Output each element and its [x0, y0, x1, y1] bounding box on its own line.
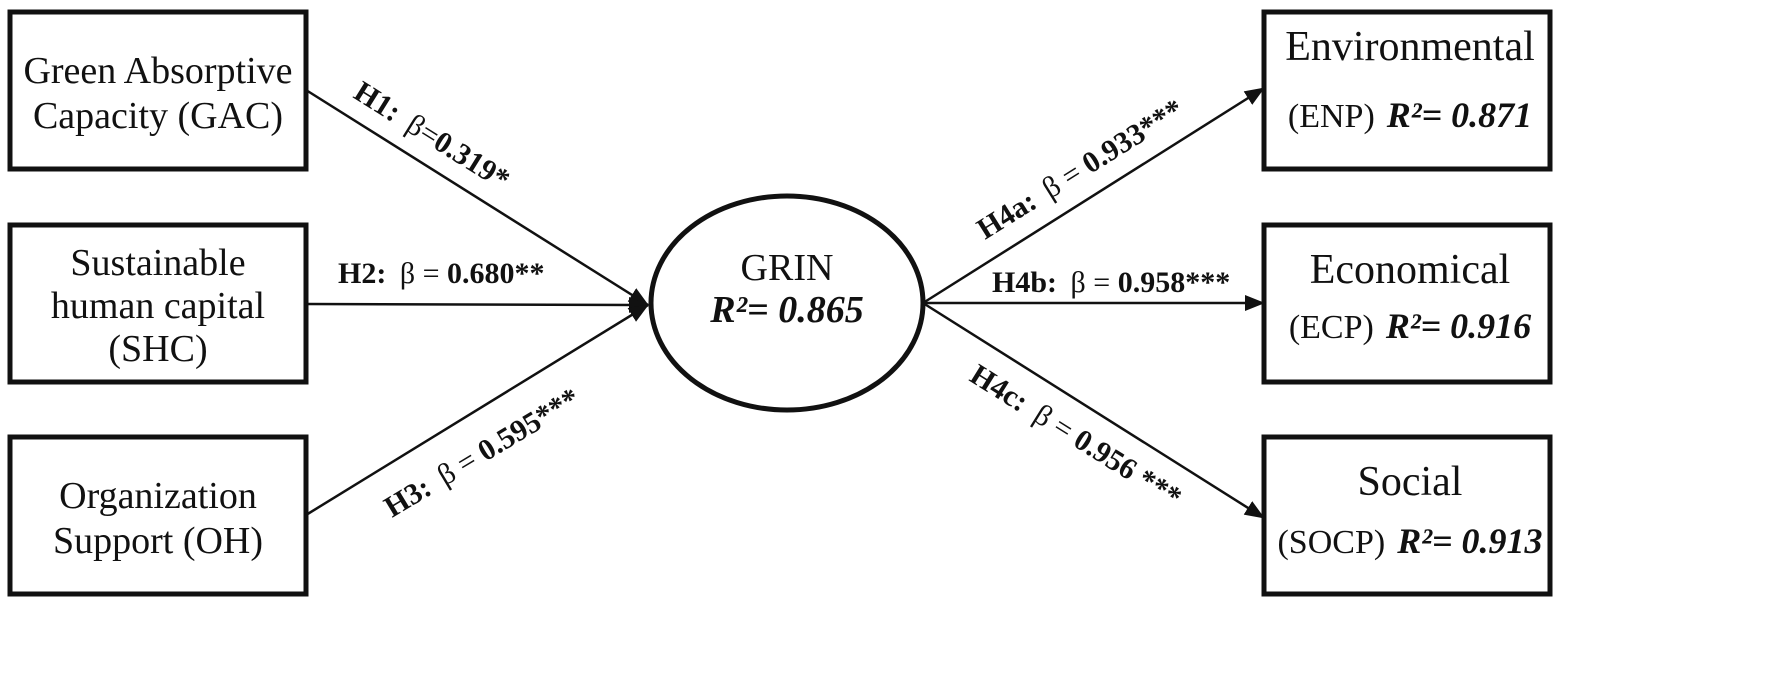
socp-abbr: (SOCP)	[1277, 524, 1385, 561]
h3-id: H3:	[379, 471, 437, 524]
shc-label-line3: (SHC)	[108, 328, 207, 370]
socp-box	[1261, 434, 1553, 597]
h4c-label: H4c: β = 0.956 ***	[964, 358, 1187, 514]
h4a-id: H4a:	[971, 184, 1042, 246]
grin-label: GRIN	[741, 247, 834, 289]
shc-label-line2: human capital	[51, 285, 265, 327]
oh-box	[7, 434, 309, 597]
enp-r2: R²= 0.871	[1386, 95, 1532, 135]
shc-box	[7, 222, 309, 385]
shc-label-line1: Sustainable	[70, 242, 245, 284]
h4a-arrow	[922, 86, 1265, 305]
h4c-value: 0.956 ***	[1068, 423, 1187, 515]
h2-arrow	[305, 296, 649, 313]
grin-r2: R²= 0.865	[709, 289, 863, 331]
socp-r2: R²= 0.913	[1396, 521, 1542, 561]
ecp-abbr: (ECP)	[1289, 309, 1374, 346]
ecp-label: Economical	[1310, 247, 1511, 293]
ecp-r2-line: (ECP) R²= 0.916	[1289, 306, 1531, 346]
h4a-label: H4a: β = 0.933***	[971, 93, 1189, 246]
h4a-value: 0.933***	[1076, 93, 1189, 181]
oh-label-line1: Organization	[59, 475, 257, 517]
h2-label: H2: β = 0.680**	[338, 257, 545, 290]
ecp-r2: R²= 0.916	[1385, 306, 1531, 346]
h2-value: 0.680**	[447, 257, 545, 290]
gac-box	[7, 9, 309, 172]
h3-arrow	[305, 303, 649, 517]
enp-box	[1261, 9, 1553, 172]
h4b-id: H4b:	[992, 266, 1057, 299]
h1-id: H1:	[348, 75, 406, 129]
socp-label: Social	[1358, 459, 1463, 505]
h4b-label: H4b: β = 0.958***	[992, 266, 1230, 299]
h2-beta: β =	[400, 257, 447, 290]
enp-label: Environmental	[1285, 24, 1535, 70]
h1-label: H1: β=0.319*	[348, 75, 515, 197]
gac-label-line1: Green Absorptive	[23, 50, 292, 92]
h4c-arrow	[922, 301, 1265, 520]
enp-abbr: (ENP)	[1288, 98, 1375, 135]
h3-value: 0.595***	[472, 382, 585, 468]
enp-r2-line: (ENP) R²= 0.871	[1288, 95, 1532, 135]
h2-id: H2:	[338, 257, 386, 290]
h1-arrow	[305, 88, 649, 307]
socp-r2-line: (SOCP) R²= 0.913	[1277, 521, 1542, 561]
h4b-value: 0.958***	[1118, 266, 1231, 299]
h1-value: 0.319*	[428, 125, 515, 197]
oh-label-line2: Support (OH)	[53, 520, 263, 562]
h4b-beta: β =	[1071, 266, 1118, 299]
ecp-box	[1261, 222, 1553, 385]
gac-label-line2: Capacity (GAC)	[33, 95, 283, 137]
